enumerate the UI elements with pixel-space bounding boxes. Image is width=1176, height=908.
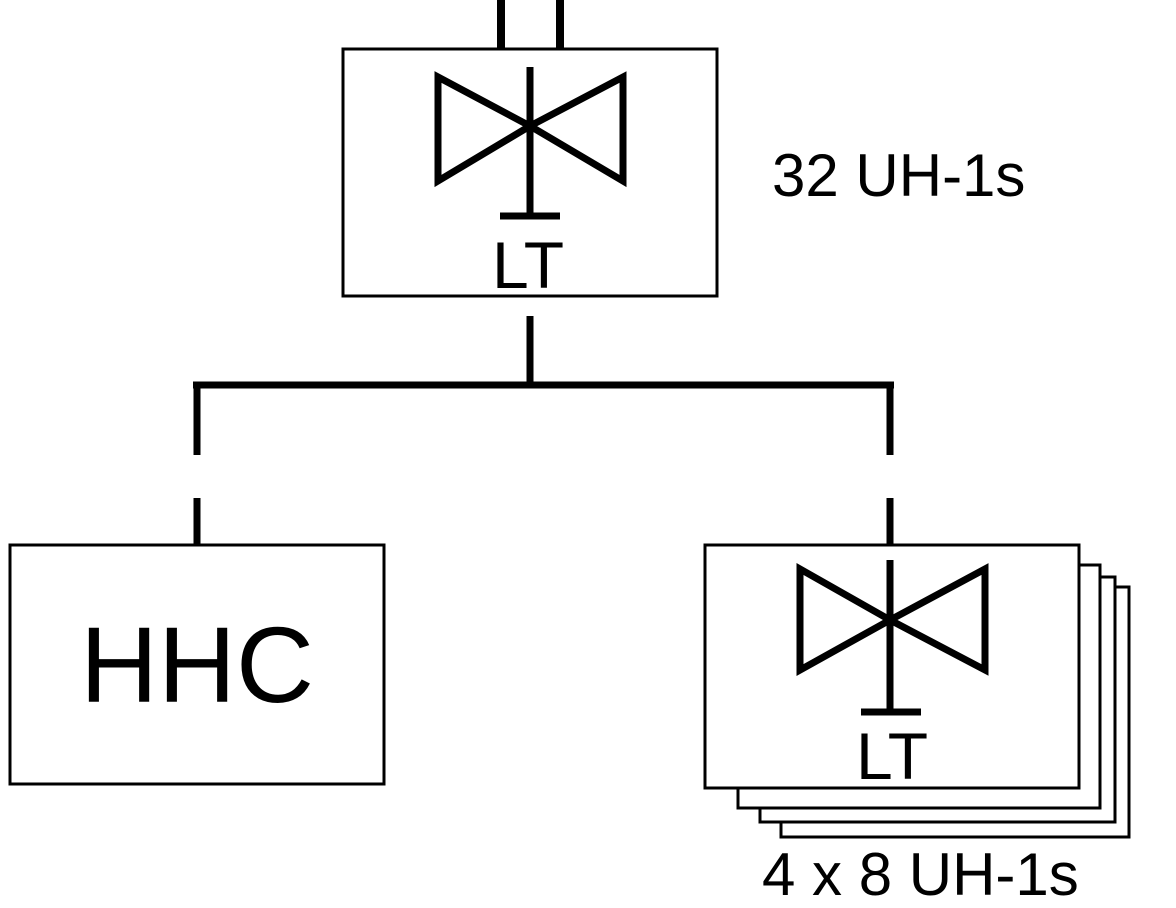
- rotary-wing-aviation-icon: [796, 560, 989, 716]
- top-unit-count-label: 32 UH-1s: [772, 142, 1026, 209]
- org-tree-connectors: [193, 316, 894, 545]
- right-unit-echelon-label: LT: [856, 719, 929, 793]
- rotary-wing-aviation-icon: [434, 67, 627, 220]
- higher-echelon-connector: [497, 0, 564, 49]
- top-unit: [341, 47, 719, 298]
- left-unit-frame: [8, 543, 386, 786]
- left-unit-label: HHC: [80, 603, 314, 725]
- right-unit-stack: [703, 543, 1131, 839]
- right-unit-count-label: 4 x 8 UH-1s: [762, 841, 1079, 908]
- top-unit-echelon-label: LT: [492, 228, 565, 302]
